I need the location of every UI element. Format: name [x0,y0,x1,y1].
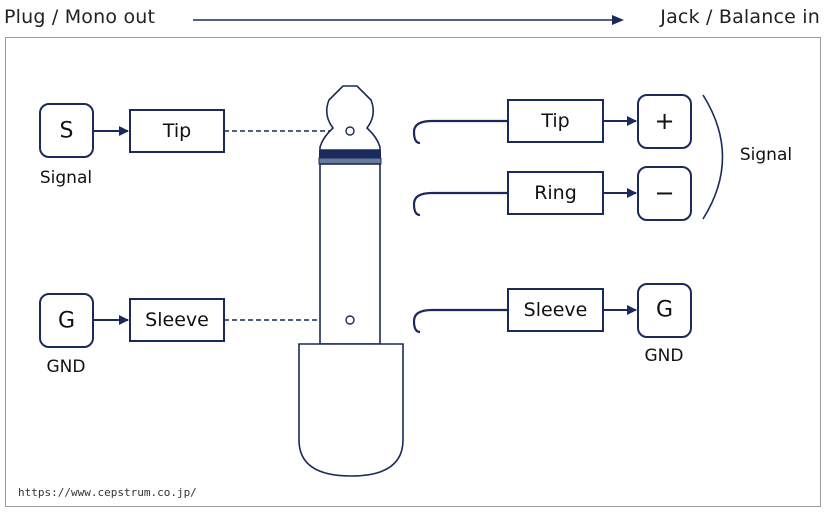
jack-ring-label: Ring [534,182,577,204]
tip-contact-point [345,126,355,136]
jack-tip-contact-hook [412,119,508,145]
plug-sleeve-shaft [319,163,381,345]
plug-tip-box: Tip [129,109,225,153]
plug-tip-shape [319,85,381,151]
plug-tip-label: Tip [162,120,191,142]
jack-sleeve-label: Sleeve [524,299,588,321]
mono-plug-drawing [298,85,404,477]
plug-insulator-band [319,150,381,158]
plug-sleeve-box: Sleeve [129,298,225,342]
header-right-label: Jack / Balance in [660,6,820,28]
minus-badge-symbol: − [654,179,674,207]
plug-gnd-caption: GND [47,357,86,377]
plug-gnd-badge: G [39,293,94,348]
footer-url: https://www.cepstrum.co.jp/ [18,486,197,499]
diagram-frame [5,37,821,507]
jack-sleeve-box: Sleeve [507,288,604,332]
jack-ring-box: Ring [507,171,604,215]
jack-signal-caption: Signal [740,145,792,165]
plug-gnd-badge-letter: G [58,309,75,334]
header-left-label: Plug / Mono out [4,6,156,28]
signal-caption: Signal [40,168,92,188]
minus-badge: − [637,166,692,221]
plus-badge: + [637,94,692,149]
jack-ring-contact-hook [412,191,508,217]
plug-insulator-ring [318,157,382,165]
jack-gnd-badge-letter: G [656,298,673,323]
signal-brace [702,94,724,220]
plug-sleeve-label: Sleeve [145,309,209,331]
direction-arrowhead [612,15,624,25]
signal-badge: S [39,103,94,158]
plug-handle-body [298,343,404,477]
jack-gnd-badge: G [637,283,692,338]
jack-gnd-caption: GND [645,346,684,366]
plus-badge-symbol: + [654,107,674,135]
jack-sleeve-contact-hook [412,308,508,334]
signal-badge-letter: S [60,119,74,144]
sleeve-contact-point [345,315,355,325]
jack-tip-box: Tip [507,99,604,143]
jack-tip-label: Tip [540,110,569,132]
